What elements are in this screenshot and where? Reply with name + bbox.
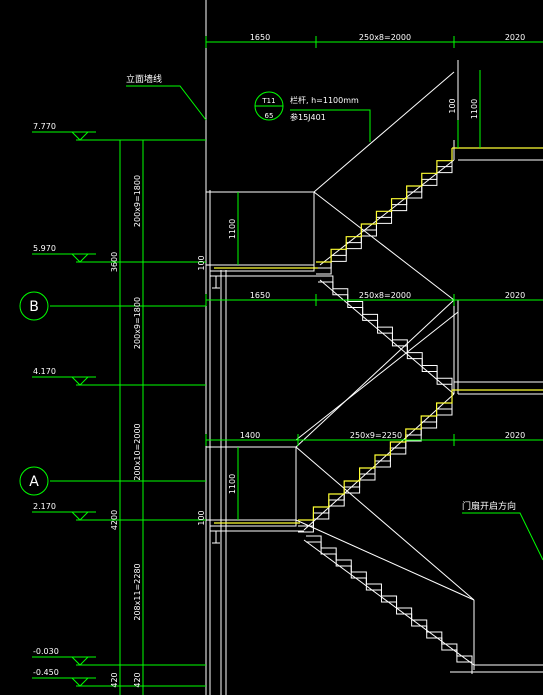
door-direction-label: 门扇开启方向 [462, 500, 516, 512]
wall-line-label: 立面墙线 [126, 73, 162, 85]
dim-text: 100 [197, 510, 206, 525]
dim-text: 4200 [110, 510, 119, 530]
elevation-label: -0.450 [33, 668, 59, 677]
axis-a-bubble [19, 466, 49, 496]
dim-text: 1100 [228, 219, 237, 239]
stair-flight [318, 275, 453, 391]
dim-text: 250x9=2250 [350, 431, 402, 440]
dim-text: 1650 [250, 33, 270, 42]
stair-flight [298, 390, 453, 521]
dim-text: 2020 [505, 291, 525, 300]
railing-note: 栏杆, h=1100mm [290, 95, 359, 105]
annotation-text: B A 7.770 5.970 4.170 2.170 -0.030 -0.45… [29, 33, 525, 688]
elevation-label: 7.770 [33, 122, 56, 131]
dim-text: 1100 [470, 99, 479, 119]
dim-text: 420 [133, 672, 142, 687]
stair-treads [298, 154, 473, 674]
dim-text: 200x10=2000 [133, 423, 142, 480]
axis-a-label: A [29, 474, 39, 490]
axis-b-bubble [19, 291, 49, 321]
handrail-lines [214, 147, 543, 524]
elevation-label: 2.170 [33, 502, 56, 511]
stair-flight [316, 160, 453, 275]
dim-text: 100 [448, 98, 457, 113]
dim-text: 1400 [240, 431, 260, 440]
elevation-label: 4.170 [33, 367, 56, 376]
structure-linework [205, 0, 543, 695]
detail-callout-bottom: 65 [265, 112, 274, 120]
stair-flight [316, 148, 453, 263]
elevation-label: -0.030 [33, 647, 59, 656]
elevation-label: 5.970 [33, 244, 56, 253]
axis-b-label: B [29, 299, 39, 315]
dim-text: 1100 [228, 474, 237, 494]
dim-text: 3600 [110, 252, 119, 272]
dim-text: 200x9=1800 [133, 297, 142, 349]
dim-text: 250x8=2000 [359, 291, 411, 300]
dim-text: 2020 [505, 431, 525, 440]
dim-text: 2020 [505, 33, 525, 42]
dim-text: 208x11=2280 [133, 563, 142, 620]
railing-reference: 参15J401 [290, 112, 326, 122]
dim-text: 420 [110, 672, 119, 687]
stair-flight [318, 281, 453, 397]
dim-text: 250x8=2000 [359, 33, 411, 42]
dim-text: 200x9=1800 [133, 175, 142, 227]
detail-callout-top: T11 [261, 97, 275, 105]
dimension-lines [19, 36, 543, 695]
dim-text: 1650 [250, 291, 270, 300]
dim-text: 100 [197, 255, 206, 270]
stair-flight [306, 541, 473, 674]
